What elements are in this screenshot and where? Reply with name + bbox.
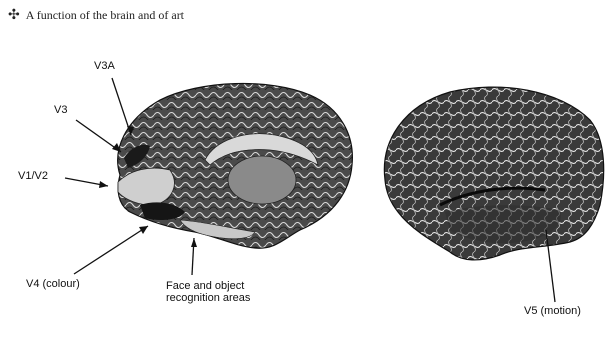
medial-brain-view: [118, 84, 353, 249]
label-face-line2: recognition areas: [166, 292, 250, 304]
label-v4: V4 (colour): [26, 278, 80, 290]
label-v3a: V3A: [94, 60, 115, 72]
label-face-line1: Face and object: [166, 280, 250, 292]
label-v5: V5 (motion): [524, 305, 581, 317]
label-v3: V3: [54, 104, 67, 116]
lateral-brain-view: [384, 87, 603, 260]
v4-pointer: [74, 226, 148, 274]
label-face-areas: Face and object recognition areas: [166, 280, 250, 304]
label-v1v2: V1/V2: [18, 170, 48, 182]
thalamus-region: [228, 156, 296, 204]
